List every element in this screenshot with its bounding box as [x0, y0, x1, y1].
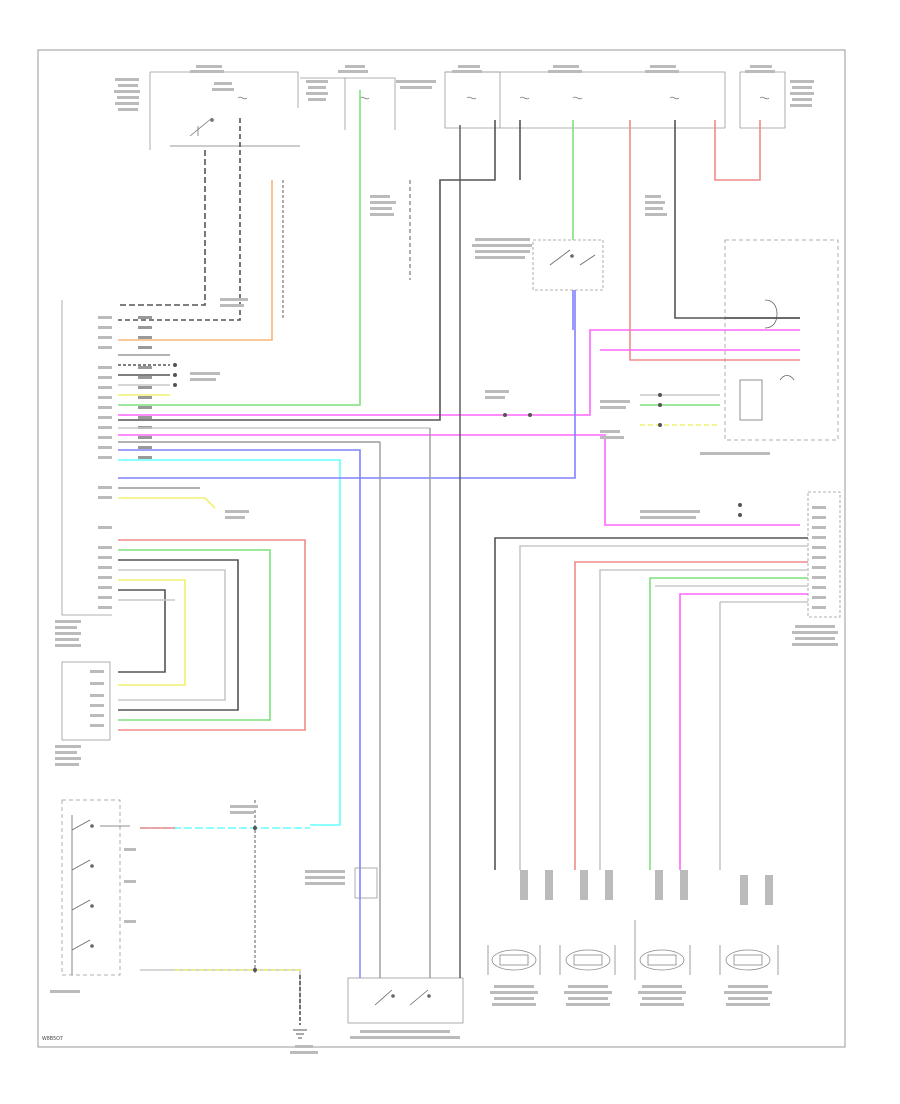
sensor-front-left	[634, 920, 691, 980]
cruise-wires	[140, 800, 310, 1025]
top-fuse-boxes	[149, 71, 786, 150]
connector-dots	[173, 363, 742, 972]
ecm-sensor-wires	[118, 539, 306, 731]
skid-control-ecu	[792, 491, 841, 646]
ecm-connector	[55, 300, 112, 647]
sensor-rear-left	[487, 945, 541, 975]
center-switch	[532, 239, 604, 291]
cruise-switch	[50, 799, 136, 993]
sensor-rear-right	[559, 945, 616, 975]
ecm-outline	[61, 300, 112, 616]
speed-sensor-wires	[494, 537, 808, 870]
main-harness	[118, 90, 800, 900]
stop-lamp-switch	[347, 977, 464, 1039]
center-switch-wires	[409, 120, 574, 330]
brake-fluid-switch	[354, 867, 378, 899]
footer-code: W8B5O7	[42, 1036, 63, 1042]
ground-symbol	[293, 1029, 307, 1039]
combination-meter	[724, 239, 839, 441]
misc-label-marks	[190, 195, 773, 1054]
sensor-front-right	[719, 945, 779, 975]
stop-lamp-wires	[359, 125, 461, 978]
sensor-caption-marks	[490, 985, 772, 1006]
diagram-frame	[37, 49, 846, 1048]
ecm-wire-tags	[138, 316, 152, 459]
top-left-relay	[170, 117, 300, 147]
meter-wires	[600, 120, 800, 426]
sensor-connector	[55, 661, 111, 766]
top-header-marks	[114, 65, 814, 111]
top-left-wires	[118, 118, 284, 341]
wheel-speed-sensors	[487, 920, 779, 980]
